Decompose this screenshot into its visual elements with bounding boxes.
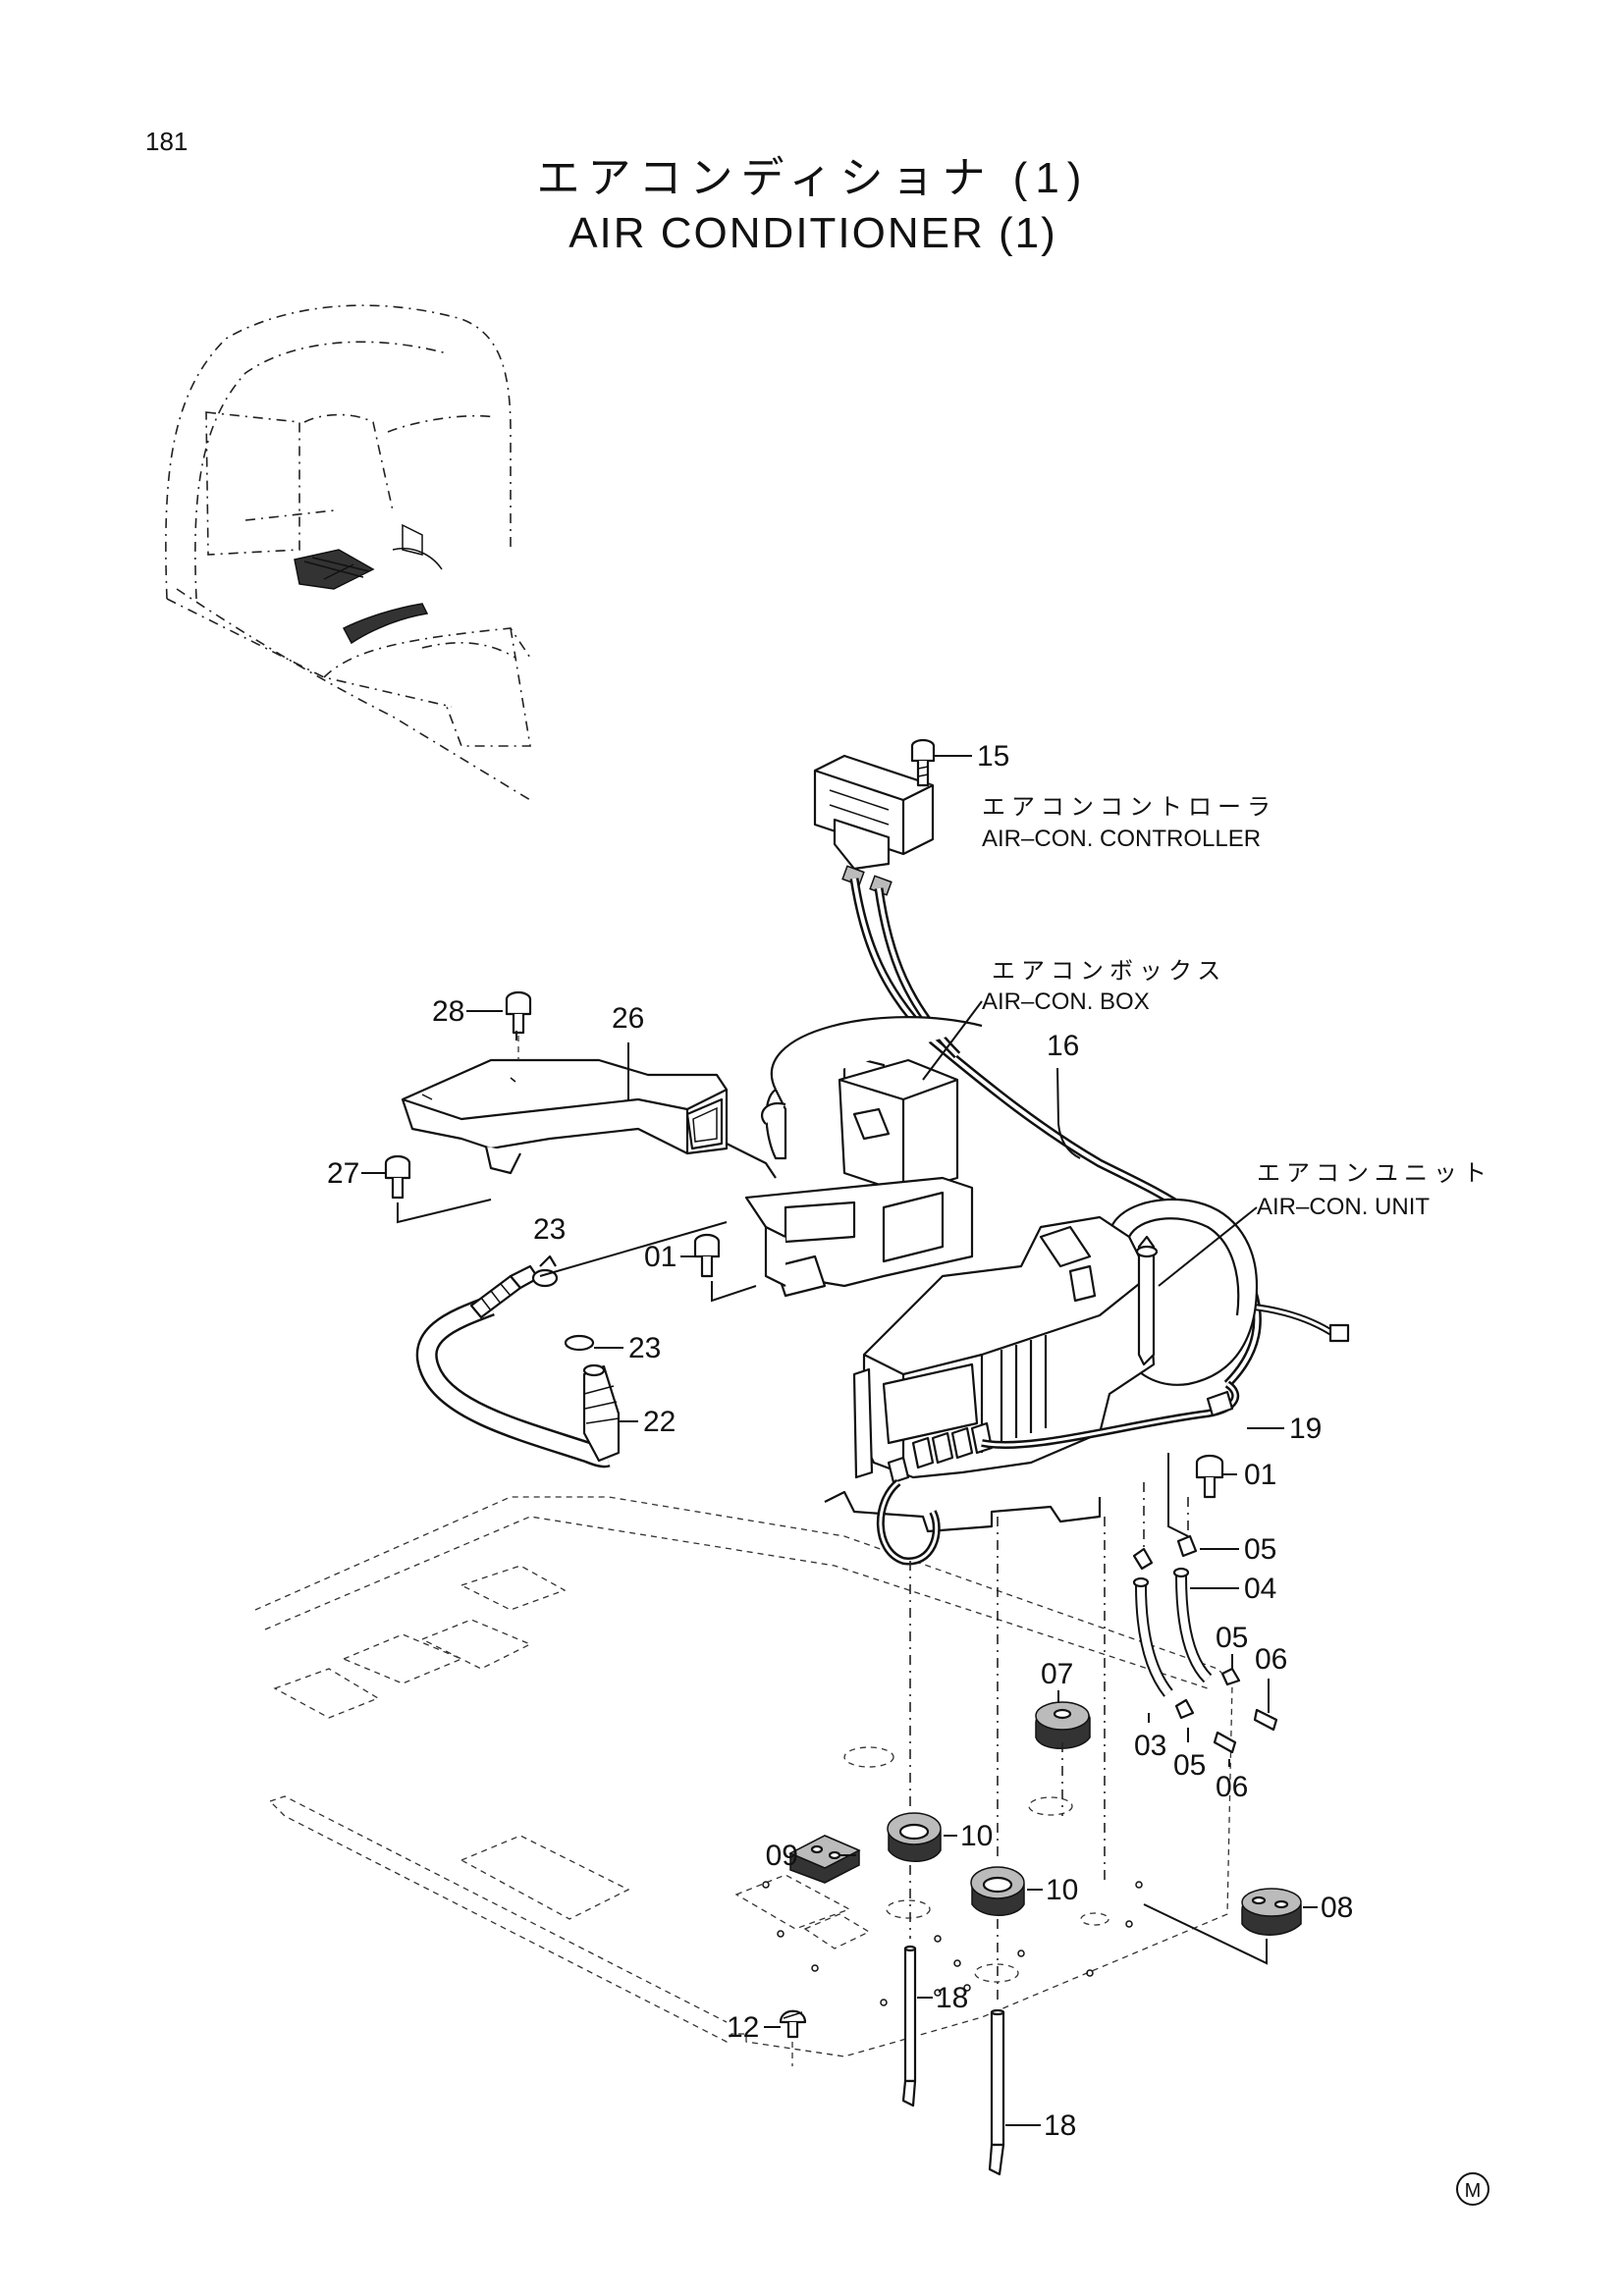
bolt-01-unit bbox=[1167, 1453, 1224, 1537]
box-caption-jp: エアコンボックス bbox=[992, 958, 1226, 985]
title-japanese: エアコンディショナ (1) bbox=[537, 154, 1090, 202]
controller-caption-jp: エアコンコントローラ bbox=[982, 794, 1276, 821]
title-english: AIR CONDITIONER (1) bbox=[568, 209, 1057, 257]
callout-16: 16 bbox=[1047, 1030, 1079, 1062]
stud-bolt-18b bbox=[988, 2008, 1005, 2176]
callout-22: 22 bbox=[643, 1406, 676, 1438]
controller-caption-en: AIR–CON. CONTROLLER bbox=[982, 826, 1261, 852]
callout-23-top: 23 bbox=[533, 1213, 566, 1246]
leader-lines bbox=[361, 755, 1318, 2126]
drain-hoses bbox=[1132, 1534, 1278, 1754]
duct-26 bbox=[401, 1058, 777, 1179]
callout-05-b: 05 bbox=[1216, 1622, 1248, 1654]
rubber-mount-10b bbox=[970, 1866, 1025, 1916]
rubber-mount-09 bbox=[788, 1835, 861, 1884]
bolt-15 bbox=[910, 738, 936, 787]
callout-10-b: 10 bbox=[1046, 1874, 1078, 1906]
callout-05-c: 05 bbox=[1173, 1749, 1206, 1782]
callout-03: 03 bbox=[1134, 1730, 1166, 1762]
callout-04: 04 bbox=[1244, 1573, 1276, 1605]
rubber-mount-07 bbox=[1035, 1701, 1091, 1749]
bolt-27 bbox=[384, 1154, 492, 1224]
callout-12: 12 bbox=[727, 2011, 759, 2044]
hose-22 bbox=[415, 1264, 621, 1468]
callout-08: 08 bbox=[1321, 1892, 1353, 1924]
stud-bolt-18a bbox=[901, 1945, 917, 2108]
unit-caption-en: AIR–CON. UNIT bbox=[1257, 1194, 1430, 1220]
callout-05-a: 05 bbox=[1244, 1533, 1276, 1566]
callout-27: 27 bbox=[327, 1157, 359, 1190]
callout-09: 09 bbox=[766, 1840, 798, 1872]
circled-m-mark: M bbox=[1456, 2172, 1489, 2206]
callout-15: 15 bbox=[977, 740, 1009, 773]
box-caption-en: AIR–CON. BOX bbox=[982, 988, 1150, 1015]
callout-07: 07 bbox=[1041, 1658, 1073, 1690]
callout-labels: 15 16 26 28 27 23 01 23 22 19 01 05 04 0… bbox=[327, 740, 1353, 2142]
aircon-controller bbox=[813, 754, 935, 896]
bolt-01-box bbox=[693, 1233, 757, 1303]
callout-06-b: 06 bbox=[1216, 1771, 1248, 1803]
bolt-28 bbox=[505, 990, 532, 1060]
svg-text:M: M bbox=[1465, 2180, 1482, 2202]
floor-plate bbox=[254, 1496, 1233, 2057]
callout-18-b: 18 bbox=[1044, 2109, 1076, 2142]
aircon-box bbox=[744, 1016, 983, 1298]
screw-12 bbox=[779, 2009, 807, 2066]
callout-10-a: 10 bbox=[960, 1820, 993, 1852]
callout-23-bottom: 23 bbox=[628, 1332, 661, 1364]
cab-overview-illustration bbox=[165, 304, 531, 801]
callout-19: 19 bbox=[1289, 1413, 1322, 1445]
callout-06-a: 06 bbox=[1255, 1643, 1287, 1676]
callout-26: 26 bbox=[612, 1002, 644, 1035]
hose-clamp-23 bbox=[531, 1255, 595, 1352]
callout-18-a: 18 bbox=[936, 1982, 968, 2014]
unit-caption-jp: エアコンユニット bbox=[1257, 1160, 1492, 1187]
callout-28: 28 bbox=[432, 995, 464, 1028]
assembly-center-lines bbox=[909, 1482, 1189, 2002]
component-captions: エアコンコントローラ AIR–CON. CONTROLLER エアコンボックス … bbox=[982, 794, 1492, 1220]
rubber-mount-10a bbox=[887, 1812, 942, 1862]
page-number: 181 bbox=[145, 127, 188, 156]
rubber-mount-08 bbox=[1241, 1888, 1302, 1936]
callout-01-box: 01 bbox=[644, 1241, 676, 1273]
callout-01-unit: 01 bbox=[1244, 1459, 1276, 1491]
cab-ac-highlight bbox=[294, 523, 443, 645]
